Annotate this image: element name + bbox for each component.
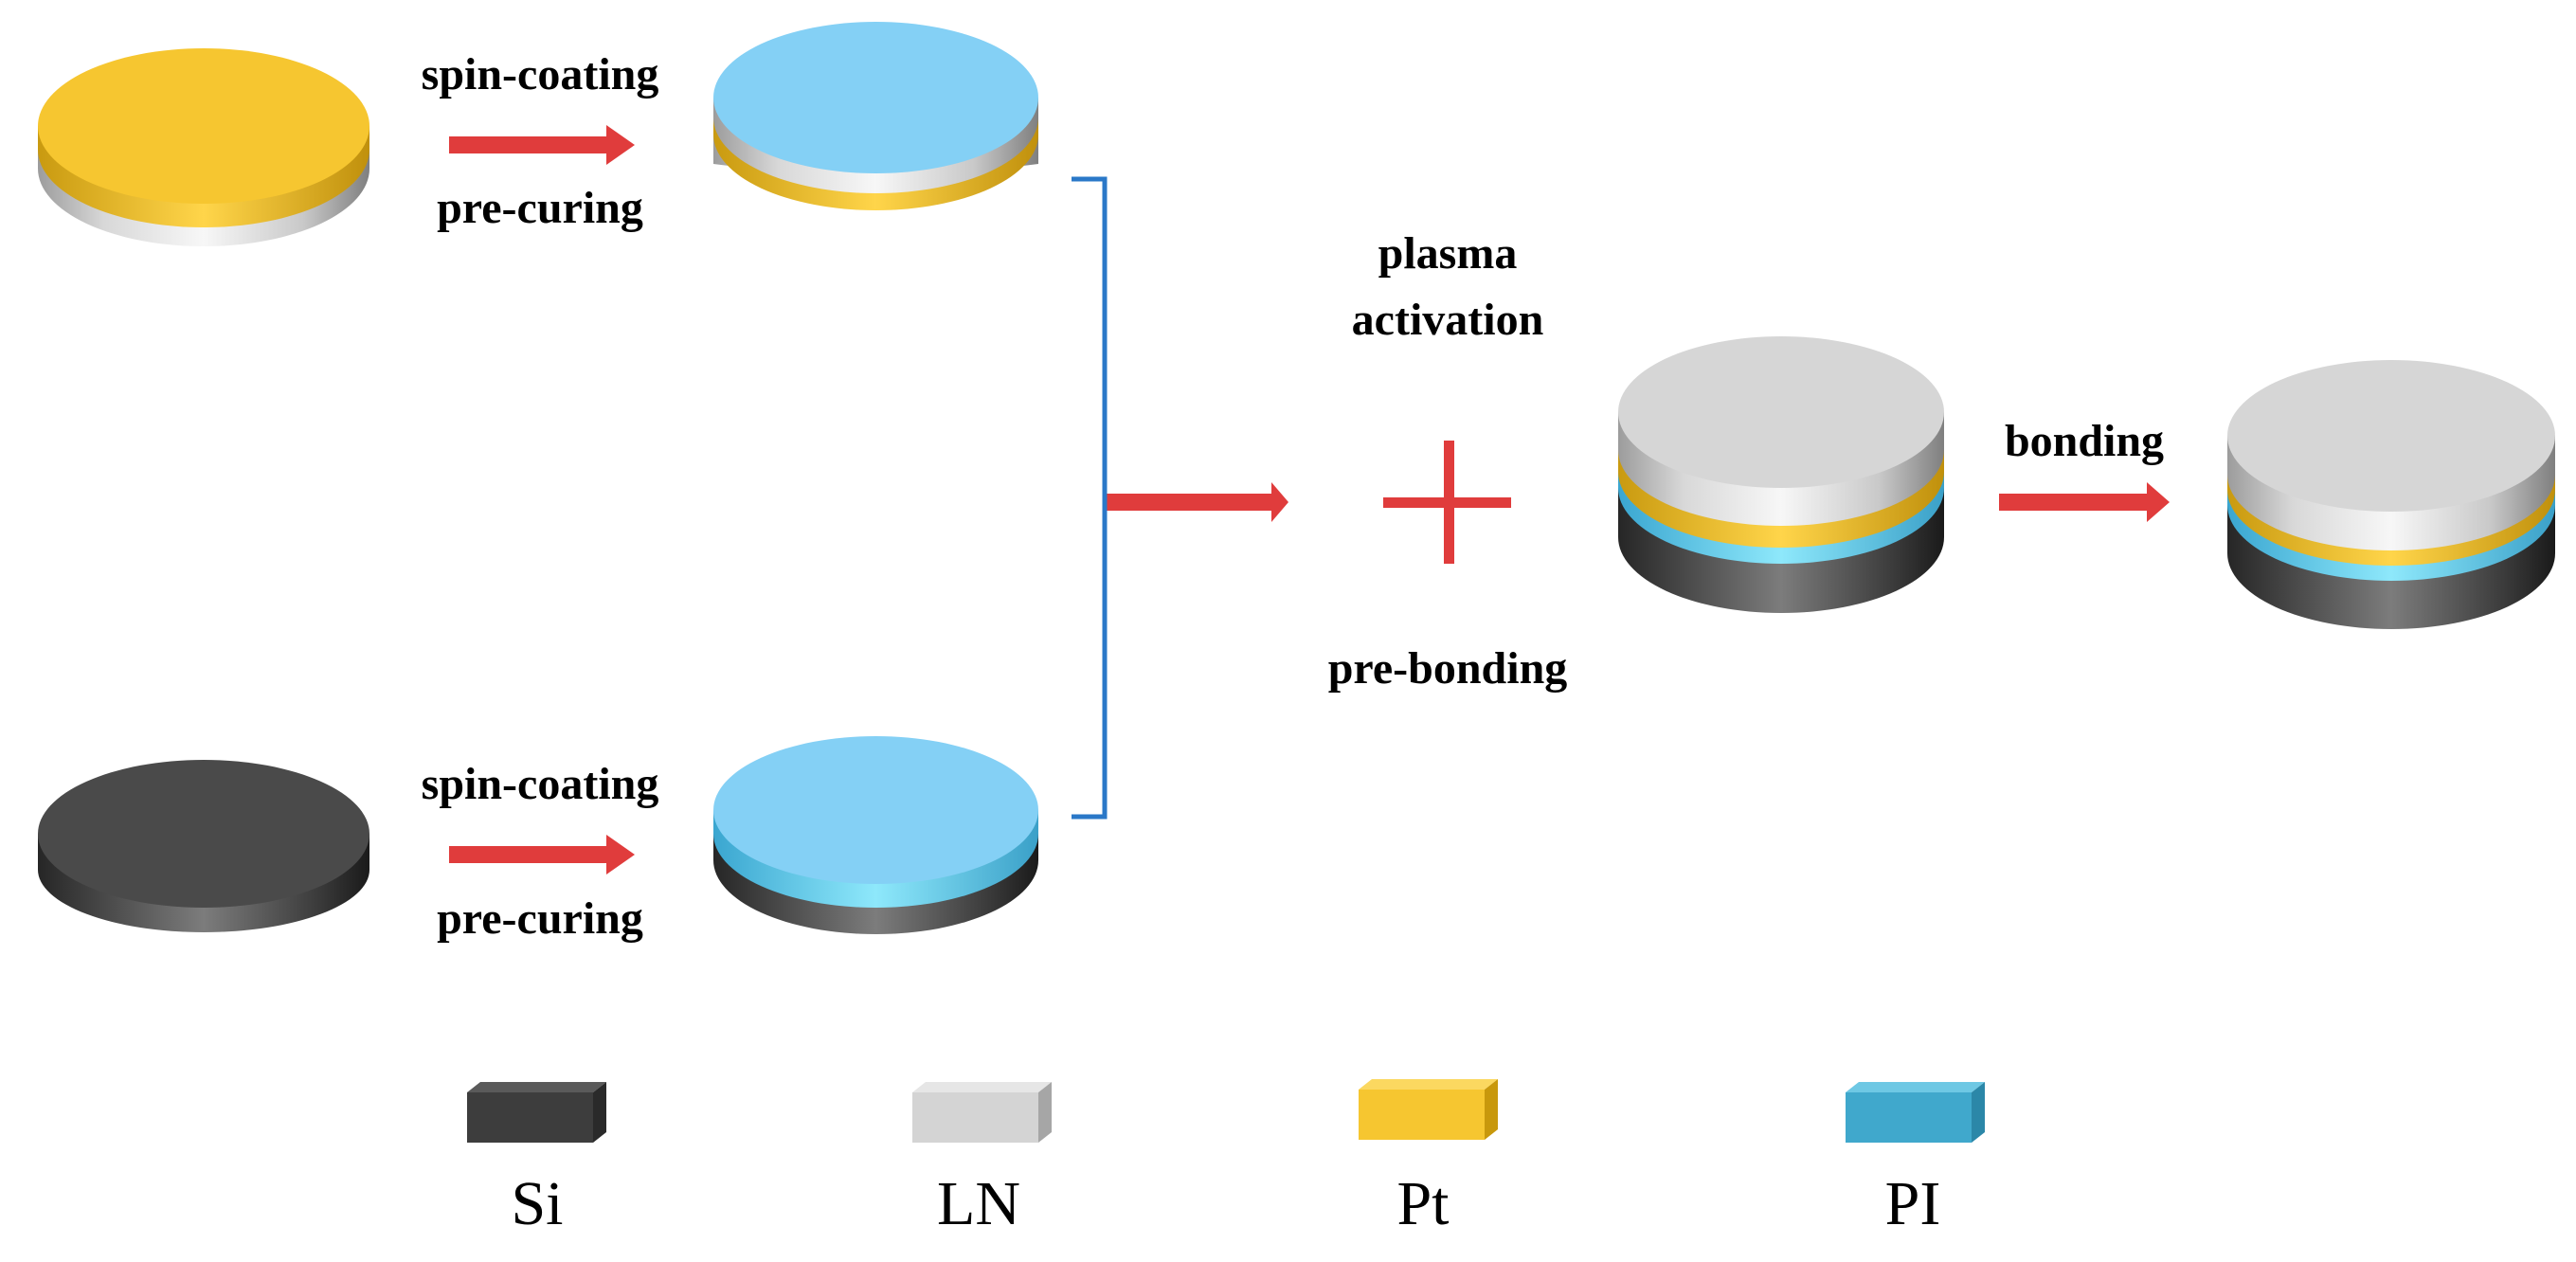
legend-swatch-pi	[1846, 1082, 1985, 1143]
label-spin-coating-top: spin-coating	[422, 49, 659, 99]
arrow-bonding	[1999, 482, 2170, 522]
legend-swatch-pt	[1359, 1079, 1498, 1140]
wafer-pi-on-si	[713, 736, 1038, 934]
wafer-pi-pt-ln	[713, 22, 1038, 210]
bracket-icon	[1072, 176, 1108, 820]
label-activation: activation	[1352, 295, 1544, 345]
wafer-bonded-stack	[2227, 360, 2555, 629]
label-bonding: bonding	[2005, 416, 2164, 466]
label-pre-bonding: pre-bonding	[1328, 643, 1568, 694]
wafer-prebonded-stack	[1618, 336, 1944, 613]
legend: Si LN Pt PI	[467, 1079, 1985, 1238]
wafer-si	[38, 760, 369, 932]
arrow-merge	[1105, 482, 1288, 522]
label-pre-curing-top: pre-curing	[437, 183, 643, 233]
label-spin-coating-bottom: spin-coating	[422, 759, 659, 809]
legend-swatch-si	[467, 1082, 606, 1143]
arrow-top	[449, 125, 635, 165]
plus-sign-icon	[1383, 441, 1511, 564]
legend-label-pi: PI	[1885, 1169, 1941, 1238]
legend-label-si: Si	[511, 1169, 563, 1238]
legend-label-pt: Pt	[1396, 1169, 1449, 1238]
label-pre-curing-bottom: pre-curing	[437, 893, 643, 944]
wafer-pt-on-ln	[38, 48, 369, 246]
label-plasma: plasma	[1378, 228, 1518, 279]
legend-label-ln: LN	[937, 1169, 1020, 1238]
legend-swatch-ln	[912, 1082, 1052, 1143]
arrow-bottom	[449, 835, 635, 874]
